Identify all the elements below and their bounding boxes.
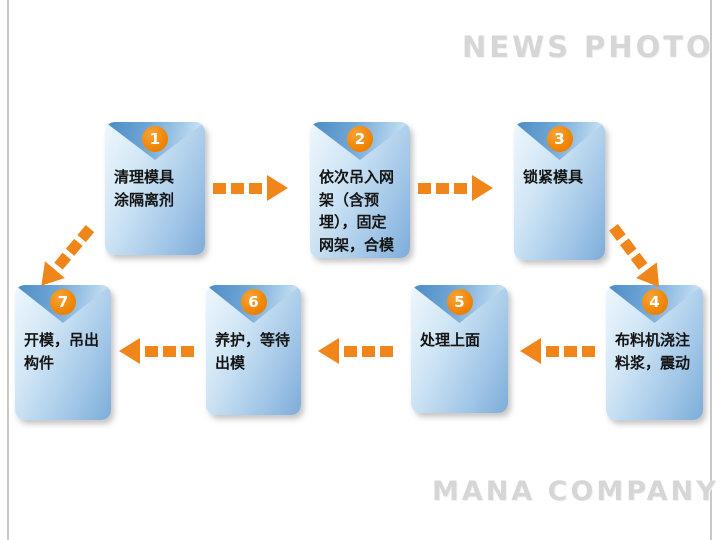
arrow-dash [380,345,393,357]
arrowhead-left-icon [520,338,541,364]
left-edge-line [7,0,9,540]
step-card-5: 5 处理上面 [411,285,508,413]
arrowhead-left-icon [318,338,339,364]
arrow-dash [362,345,375,357]
arrow-dash [631,252,648,270]
arrow-dash [620,238,637,256]
step-card-1: 1 清理模具 涂隔离剂 [105,122,205,255]
step-card-2: 2 依次吊入网架（含预埋），固定网架，合模 [310,122,410,258]
step-card-3: 3 锁紧模具 [514,122,605,260]
arrow-step4-to-step5 [520,337,595,365]
arrow-step1-to-step2 [213,174,288,202]
watermark-news-photo: NEWS PHOTO [462,30,714,64]
arrow-dash [163,345,176,357]
arrow-dash [546,345,559,357]
arrowhead-right-icon [267,175,288,201]
step-card-7: 7 开模，吊出构件 [15,285,111,420]
step-label: 开模，吊出构件 [24,331,100,372]
watermark-company: MANA COMPANY [432,476,719,507]
arrow-dash [65,238,83,256]
step-number-badge: 4 [641,289,668,315]
step-label: 清理模具 涂隔离剂 [114,168,175,209]
step-card-4: 4 布料机浇注料浆，震动 [606,285,703,420]
step-number-badge: 2 [347,126,373,152]
step-number-badge: 1 [142,126,168,152]
right-edge-line [710,0,712,540]
arrow-step2-to-step3 [418,174,493,202]
step-number-badge: 3 [546,126,573,152]
step-label: 锁紧模具 [523,168,584,186]
step-label: 养护，等待出模 [215,331,291,372]
arrowhead-left-icon [119,338,140,364]
arrow-dash [344,345,357,357]
arrow-dash [213,182,226,194]
arrow-dash [582,345,595,357]
step-number-badge: 5 [446,289,473,315]
arrow-dash [609,223,627,241]
arrow-dash [231,182,244,194]
arrow-dash [454,182,467,194]
arrow-step6-to-step7 [119,337,194,365]
step-number-badge: 6 [240,289,267,315]
step-label: 处理上面 [420,331,481,349]
arrow-step5-to-step6 [318,337,393,365]
arrow-dash [564,345,577,357]
step-label: 布料机浇注料浆，震动 [615,331,691,372]
arrow-dash [249,182,262,194]
step-number-badge: 7 [50,289,76,315]
arrow-step1-to-step7 [31,219,101,295]
arrow-dash [53,252,71,270]
step-label: 依次吊入网架（含预埋），固定网架，合模 [319,168,395,254]
arrow-dash [145,345,158,357]
arrowhead-right-icon [472,175,493,201]
arrow-dash [418,182,431,194]
arrow-step3-to-step4 [603,219,670,296]
step-card-6: 6 养护，等待出模 [206,285,301,415]
arrow-dash [77,224,94,242]
arrow-dash [181,345,194,357]
arrow-dash [436,182,449,194]
